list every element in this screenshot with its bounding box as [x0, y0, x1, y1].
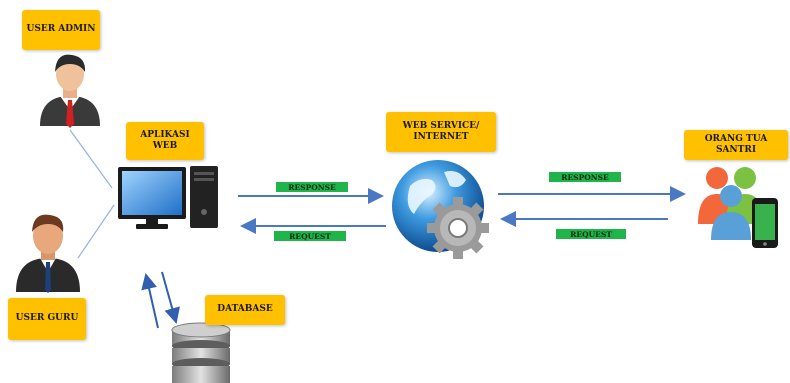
request-right-tag: REQUEST [556, 229, 626, 239]
database-icon [171, 322, 231, 383]
response-right-tag: RESPONSE [549, 172, 621, 182]
orang-tua-santri-label: ORANG TUA SANTRI [684, 130, 788, 160]
request-left-tag: REQUEST [274, 231, 346, 241]
web-service-label: WEB SERVICE/ INTERNET [386, 112, 496, 152]
db-down-arrow [161, 271, 180, 324]
user-admin-label: USER ADMIN [22, 10, 100, 50]
computer-icon [118, 166, 218, 229]
globe-gear-icon [392, 160, 489, 259]
db-up-arrow [141, 273, 159, 329]
user-guru-label: USER GURU [8, 298, 86, 340]
response-left-tag: RESPONSE [276, 182, 348, 192]
parents-phone-icon [698, 167, 778, 248]
user-admin-icon [40, 54, 100, 128]
database-label: DATABASE [205, 295, 285, 325]
user-guru-icon [16, 214, 80, 293]
admin-to-app-line [69, 129, 113, 189]
guru-to-app-line [77, 204, 115, 259]
aplikasi-web-label: APLIKASI WEB [126, 122, 204, 160]
